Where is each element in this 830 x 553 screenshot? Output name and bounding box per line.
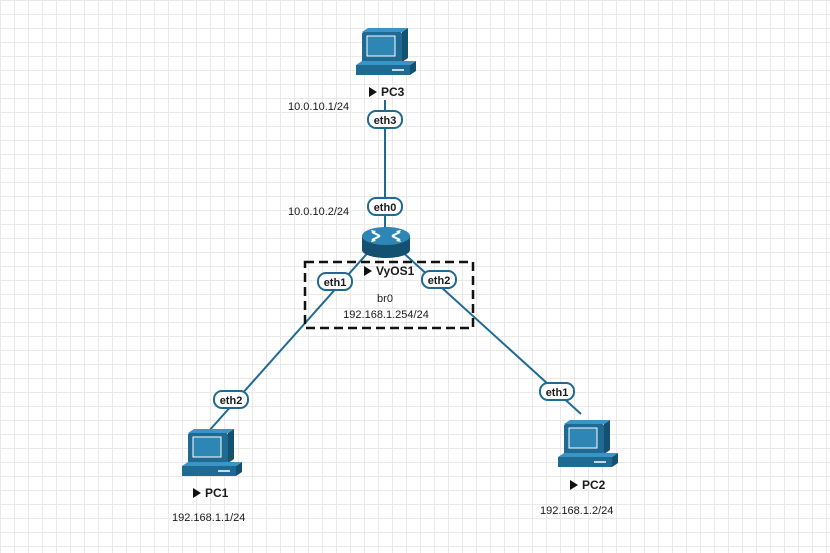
interface-label: eth1 [546, 387, 569, 399]
router-icon [362, 227, 410, 258]
interface-label: eth2 [220, 395, 243, 407]
pc3-node[interactable]: PC3 [355, 27, 417, 99]
vyos1-node[interactable]: VyOS1 [362, 227, 415, 278]
vyos1-ip-label: 10.0.10.2/24 [288, 206, 349, 218]
pc3-eth3-interface[interactable]: eth3 [367, 110, 403, 129]
interface-label: eth3 [374, 115, 397, 127]
pc1-name-label: PC1 [205, 486, 229, 500]
desktop-pc-icon [181, 428, 243, 477]
bridge-br0-box [303, 260, 475, 330]
vyos1-eth2-interface[interactable]: eth2 [421, 270, 457, 289]
pc1-node[interactable]: PC1 [181, 428, 243, 500]
play-icon [364, 266, 372, 276]
pc3-name-label: PC3 [381, 85, 405, 99]
interface-label: eth1 [324, 277, 347, 289]
vyos1-eth1-interface[interactable]: eth1 [317, 272, 353, 291]
vyos1-name-label: VyOS1 [376, 264, 415, 278]
desktop-pc-icon [355, 27, 417, 76]
interface-label: eth2 [428, 275, 451, 287]
pc2-eth1-interface[interactable]: eth1 [539, 382, 575, 401]
vyos1-eth0-interface[interactable]: eth0 [367, 197, 403, 216]
bridge-name-label: br0 [377, 293, 393, 305]
pc2-ip-label: 192.168.1.2/24 [540, 505, 613, 517]
bridge-ip-label: 192.168.1.254/24 [343, 309, 429, 321]
pc2-name-label: PC2 [582, 478, 606, 492]
pc1-ip-label: 192.168.1.1/24 [172, 512, 245, 524]
pc3-ip-label: 10.0.10.1/24 [288, 101, 349, 113]
play-icon [193, 488, 201, 498]
play-icon [570, 480, 578, 490]
play-icon [369, 87, 377, 97]
pc2-node[interactable]: PC2 [557, 419, 619, 492]
desktop-pc-icon [557, 419, 619, 468]
pc1-eth2-interface[interactable]: eth2 [213, 390, 249, 409]
interface-label: eth0 [374, 202, 397, 214]
